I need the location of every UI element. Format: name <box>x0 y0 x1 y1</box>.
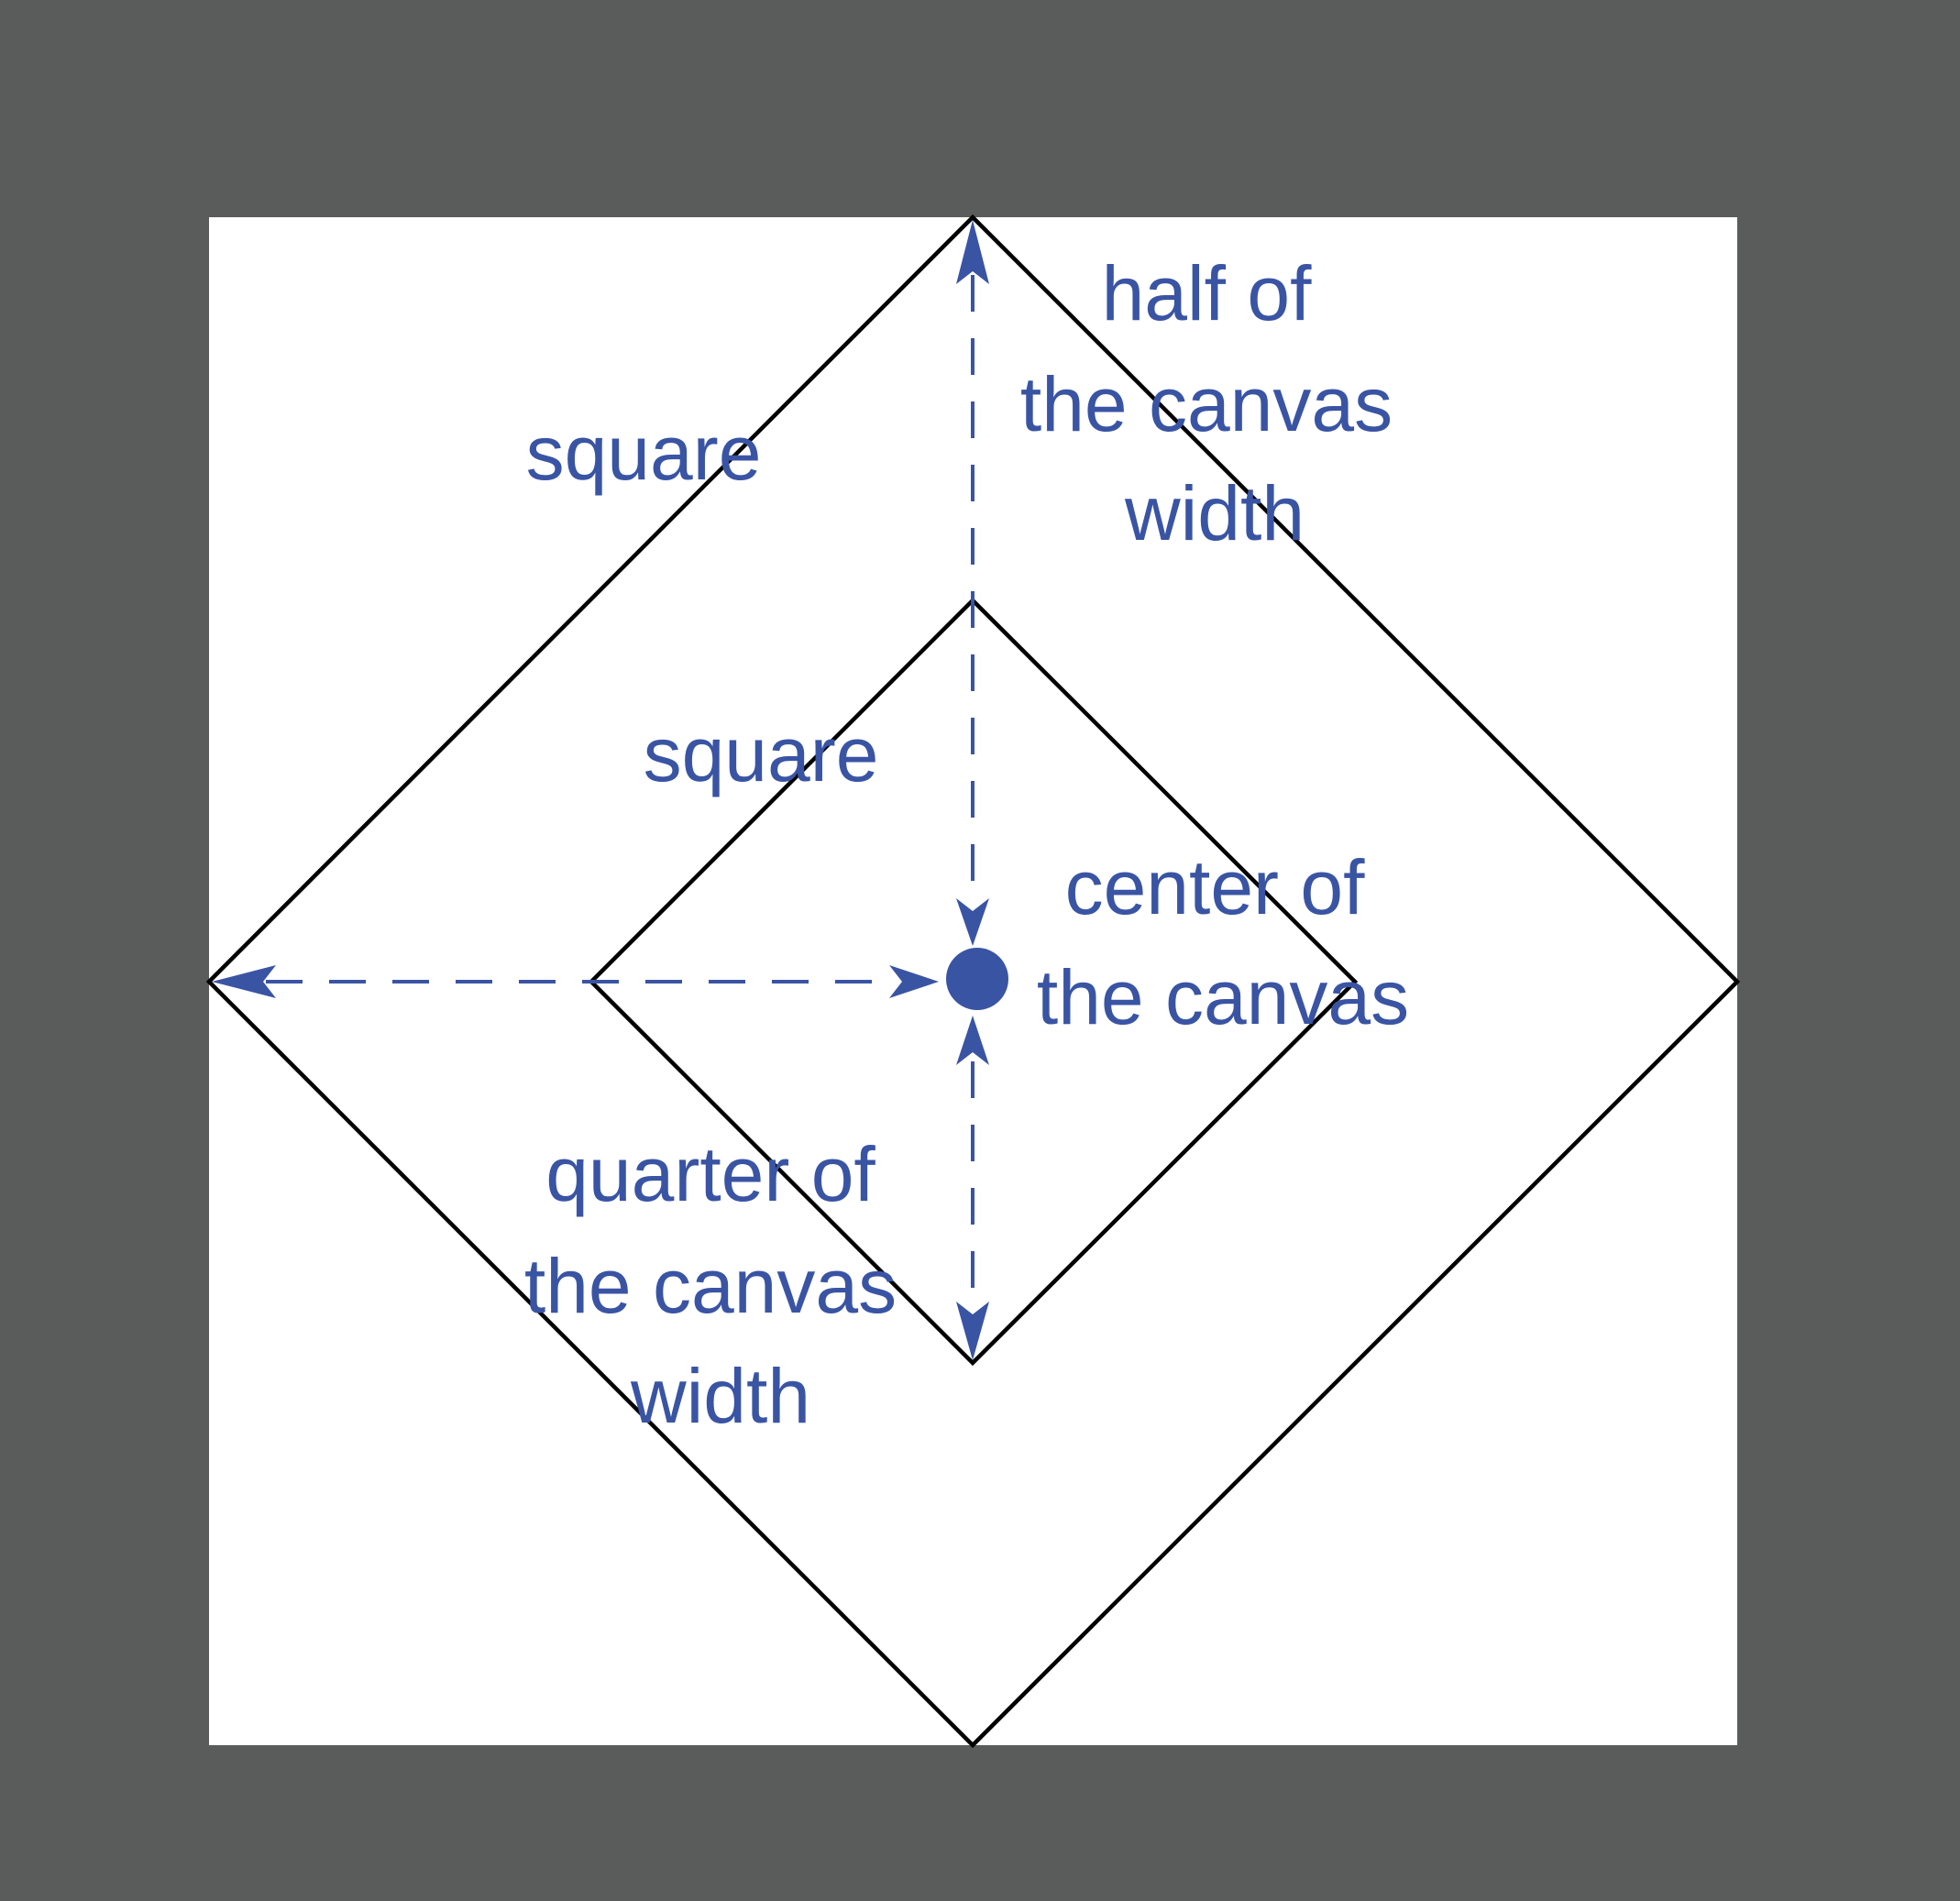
quarter-width-label-line-3: width <box>630 1353 810 1439</box>
quarter-width-label-line-2: the canvas <box>524 1243 897 1329</box>
outer-square <box>205 214 1741 1749</box>
arrowhead-up-top <box>956 220 989 284</box>
outer-square-label: square <box>526 410 762 496</box>
half-width-label-line-1: half of <box>1102 250 1312 336</box>
center-label-line-2: the canvas <box>1037 954 1409 1040</box>
arrowhead-left <box>212 965 276 998</box>
center-point <box>946 948 1008 1010</box>
half-width-label-line-3: width <box>1124 470 1305 556</box>
inner-square <box>588 597 1359 1367</box>
inner-square-label: square <box>644 711 879 797</box>
arrowhead-down-bottom <box>956 1302 989 1360</box>
arrowhead-right-center <box>889 965 939 998</box>
arrowhead-down-center <box>956 898 989 946</box>
center-label-line-1: center of <box>1065 844 1366 930</box>
quarter-width-label-line-1: quarter of <box>545 1131 875 1217</box>
half-width-label-line-2: the canvas <box>1020 361 1393 447</box>
arrowhead-up-center <box>956 1016 989 1065</box>
